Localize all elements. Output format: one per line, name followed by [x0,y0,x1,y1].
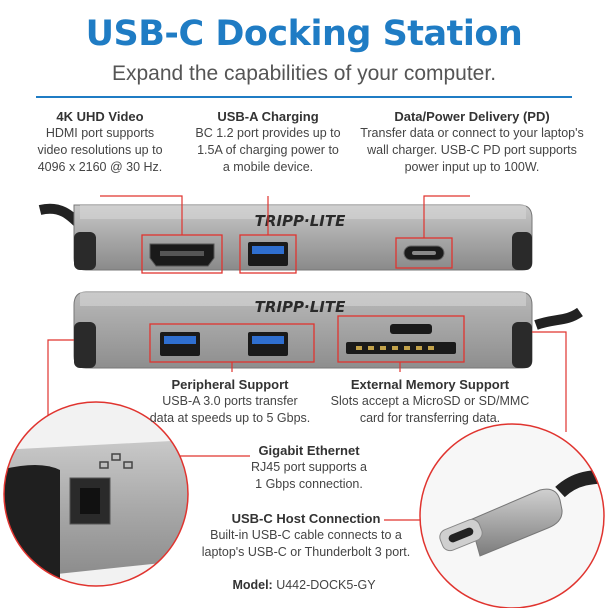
ethernet-zoom-circle [3,401,189,587]
cable-right-bottom [534,307,583,330]
page-title: USB-C Docking Station [85,14,523,54]
leader-host-vertical [532,331,567,432]
sd-card-slot [346,342,456,354]
page-subtitle: Expand the capabilities of your computer… [111,62,497,85]
callout-desc: Built-in USB-C cable connects to a lapto… [201,528,411,559]
usb-c-zoom-circle [419,423,605,608]
model-label: Model: [232,578,273,592]
callout-heading: USB-A Charging [217,109,319,124]
end-cap-right-bottom [512,322,532,368]
callout-heading: Peripheral Support [171,377,289,392]
model-line: Model: U442-DOCK5-GY [0,578,608,592]
callout-desc: Slots accept a MicroSD or SD/MMC card fo… [330,394,530,425]
leader-video [100,195,183,235]
callout-heading: Data/Power Delivery (PD) [394,109,550,124]
device-bottom-view: TRIPP·LITE [73,291,583,369]
leader-pd [423,195,470,238]
callout-heading: External Memory Support [350,377,510,392]
model-number: U442-DOCK5-GY [276,578,376,592]
brand-logo-bottom: TRIPP·LITE [255,298,346,316]
leader-ethernet-vertical [47,339,74,432]
callout-desc: USB-A 3.0 ports transfer data at speeds … [149,394,311,425]
callout-power-delivery: Data/Power Delivery (PD) Transfer data o… [346,108,598,176]
callout-heading: Gigabit Ethernet [258,443,360,458]
microsd-slot [390,324,432,334]
network-icon [99,453,133,469]
callout-heading: 4K UHD Video [56,109,144,124]
callout-usb-a-charging: USB-A Charging BC 1.2 port provides up t… [188,108,348,176]
callout-gigabit-ethernet: Gigabit Ethernet RJ45 port supports a 1 … [234,442,384,493]
callout-4k-video: 4K UHD Video HDMI port supports video re… [20,108,180,176]
device-top-view: TRIPP·LITE [38,203,533,274]
callout-usb-c-host: USB-C Host Connection Built-in USB-C cab… [186,510,426,561]
title-divider [36,96,572,98]
end-cap-right-top [512,232,532,270]
callout-memory-support: External Memory Support Slots accept a M… [320,376,540,427]
memory-callout-box [337,315,465,363]
end-cap-left-bottom [74,322,96,368]
callout-desc: RJ45 port supports a 1 Gbps connection. [250,460,368,491]
callout-peripheral-support: Peripheral Support USB-A 3.0 ports trans… [130,376,330,427]
callout-desc: BC 1.2 port provides up to 1.5A of charg… [195,126,341,174]
callout-desc: HDMI port supports video resolutions up … [37,126,163,174]
callout-heading: USB-C Host Connection [231,511,381,526]
callout-desc: Transfer data or connect to your laptop'… [360,126,584,174]
usb-c-plug-housing [469,488,563,557]
end-cap-left-top [74,232,96,270]
brand-logo-top: TRIPP·LITE [255,212,346,230]
